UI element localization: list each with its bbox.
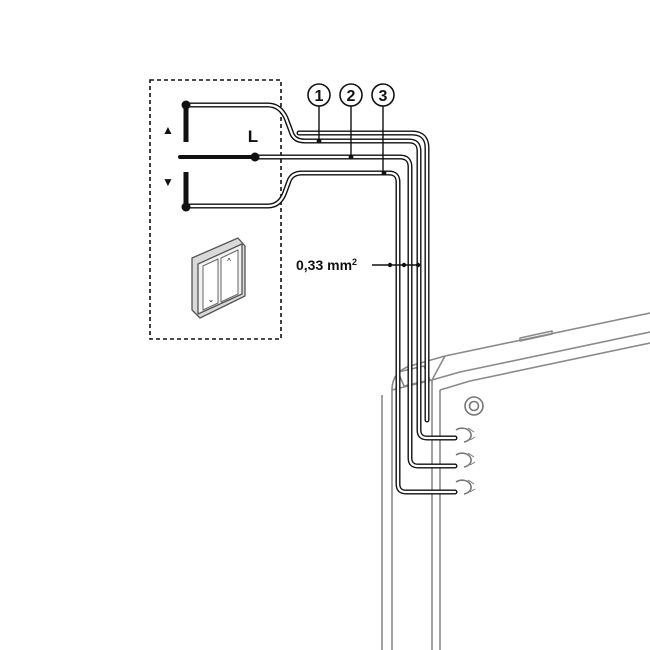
gland-top-inner bbox=[468, 400, 480, 412]
switch-down-symbol: ⌄ bbox=[208, 295, 215, 304]
housing-slot bbox=[519, 330, 553, 342]
switch-rocker-right bbox=[220, 249, 239, 303]
wire-sheath-core bbox=[297, 131, 429, 422]
cable-spec-superscript: 2 bbox=[352, 257, 357, 267]
live-label: L bbox=[248, 127, 258, 146]
gland-1-hatch bbox=[467, 427, 476, 441]
callout-number-1: 1 bbox=[315, 88, 324, 105]
gland-2-hatch bbox=[467, 452, 476, 466]
wiring bbox=[178, 102, 458, 495]
gland-top bbox=[464, 396, 484, 416]
callouts: 1 2 3 bbox=[307, 83, 395, 107]
gland-1 bbox=[455, 427, 472, 443]
wire-3-core bbox=[184, 171, 457, 494]
callout-number-2: 2 bbox=[347, 88, 356, 105]
switch-box-boundary bbox=[149, 79, 282, 340]
gland-2 bbox=[455, 452, 472, 468]
callout-number-3: 3 bbox=[379, 88, 388, 105]
callout-circle-3 bbox=[371, 83, 395, 107]
wire-2-core bbox=[253, 155, 457, 468]
housing-outline bbox=[391, 312, 650, 650]
switch-up-symbol: ^ bbox=[227, 257, 231, 266]
up-arrow-icon: ▲ bbox=[162, 123, 174, 137]
shutter-motor-housing bbox=[381, 312, 650, 650]
wire-3-outline bbox=[183, 170, 458, 495]
wall-switch-icon: ^ ⌄ bbox=[191, 237, 246, 319]
callout-circle-1 bbox=[307, 83, 331, 107]
cable-spec-value: 0,33 mm bbox=[296, 257, 352, 273]
cable-entry-notch bbox=[397, 365, 431, 387]
terminal-live bbox=[250, 152, 260, 162]
terminal-dots bbox=[181, 100, 421, 268]
switch-rocker-left bbox=[202, 258, 219, 311]
callout-circle-2 bbox=[339, 83, 363, 107]
terminal-up bbox=[181, 100, 191, 110]
callout-leaders bbox=[318, 106, 420, 266]
cable-spec-label: 0,33 mm2 bbox=[296, 257, 357, 273]
cable-glands bbox=[455, 396, 484, 495]
gland-3 bbox=[455, 479, 472, 495]
down-arrow-icon: ▼ bbox=[162, 175, 174, 189]
housing-front-frame bbox=[439, 342, 650, 650]
gland-3-hatch bbox=[467, 479, 476, 493]
wire-1-core bbox=[184, 103, 457, 440]
housing-inner-top bbox=[431, 331, 650, 381]
terminal-down bbox=[181, 202, 191, 212]
